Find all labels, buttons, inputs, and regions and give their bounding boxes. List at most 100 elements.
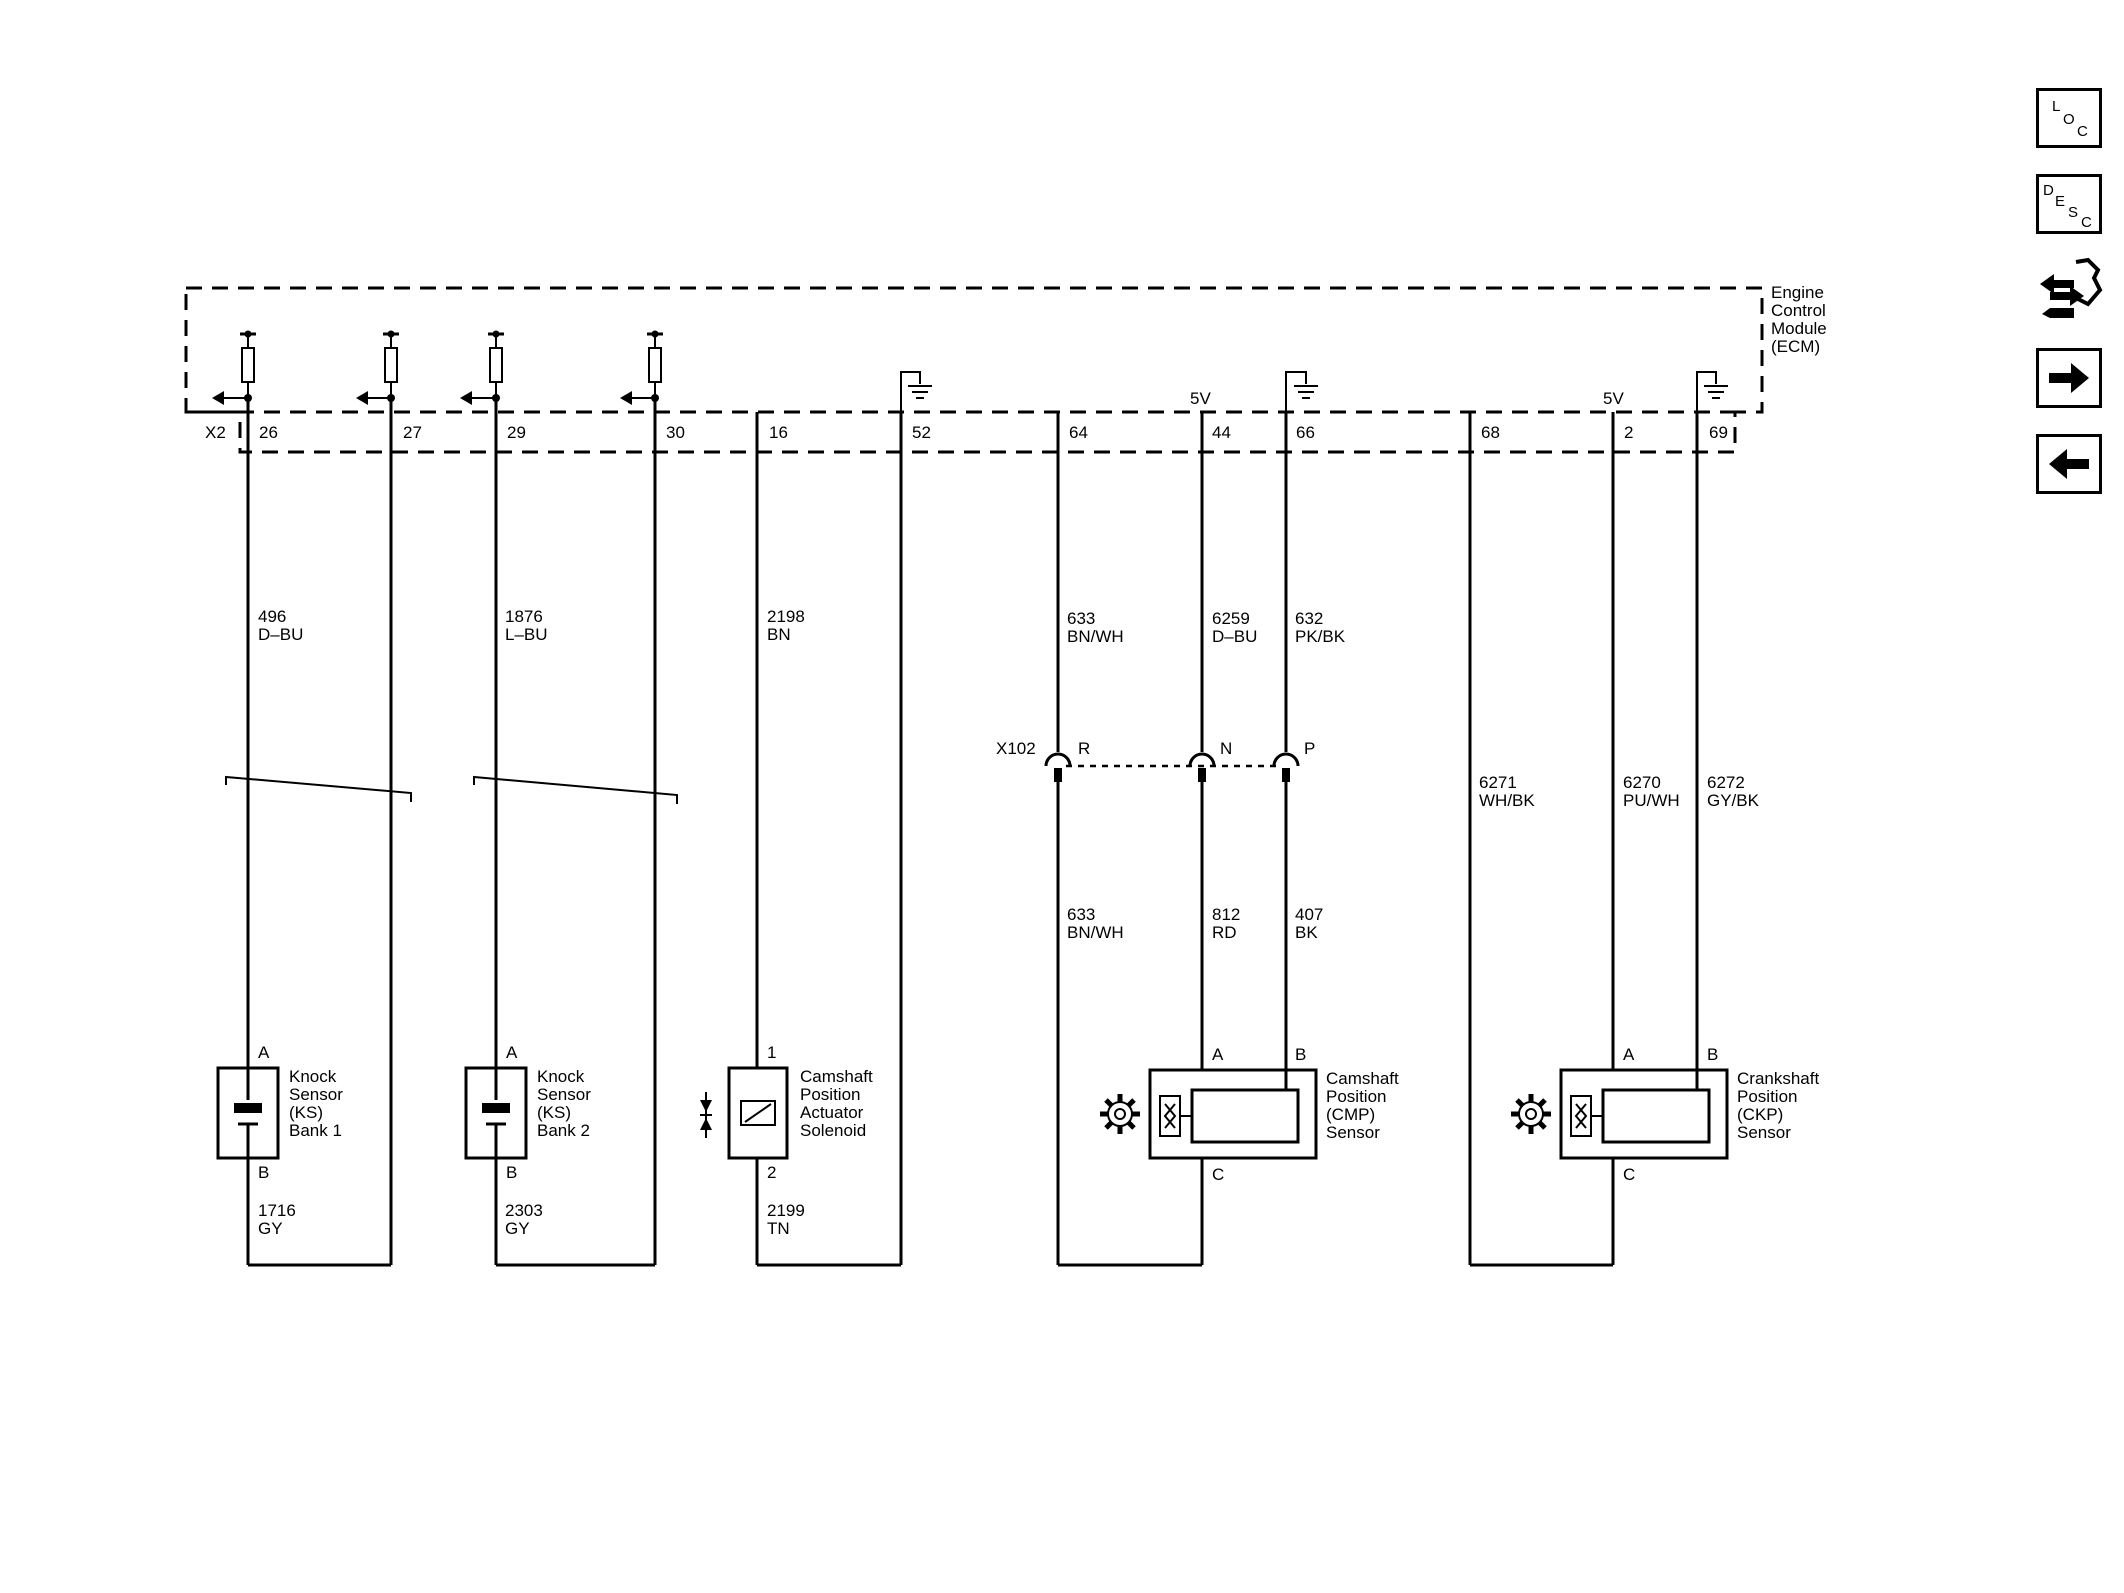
wire-44-color: D–BU [1212, 627, 1257, 646]
cmp-label-2: Position [1326, 1087, 1386, 1106]
ks2-pin-a: A [506, 1043, 518, 1062]
ks1-label-3: (KS) [289, 1103, 323, 1122]
wire-sol1-circuit: 2198 [767, 607, 805, 626]
loc-letter-c: C [2077, 123, 2088, 140]
cmp-label-1: Camshaft [1326, 1069, 1399, 1088]
wire-2-circuit: 6270 [1623, 773, 1661, 792]
gear-icon [1100, 1094, 1140, 1134]
ks1-pin-b: B [258, 1163, 269, 1182]
ckp-pin-b: B [1707, 1045, 1718, 1064]
x102-label: X102 [996, 739, 1036, 758]
ks2-label-2: Sensor [537, 1085, 591, 1104]
ks2-label-3: (KS) [537, 1103, 571, 1122]
wire-ks1b-circuit: 1716 [258, 1201, 296, 1220]
ecm-title-line-1: Engine [1771, 283, 1824, 302]
wire-sol2-circuit: 2199 [767, 1201, 805, 1220]
x102-pin-n: N [1220, 739, 1232, 758]
pin-2: 2 [1624, 423, 1633, 442]
next-page-button[interactable] [2036, 348, 2102, 408]
camshaft-actuator-solenoid [700, 1066, 789, 1160]
wire-69-circuit: 6272 [1707, 773, 1745, 792]
solenoid-label-2: Position [800, 1085, 860, 1104]
wire-cmp-c-circuit: 633 [1067, 905, 1095, 924]
pin-16: 16 [769, 423, 788, 442]
loc-letter-l: L [2052, 98, 2060, 115]
ks-internal-circuits [212, 330, 663, 405]
ckp-label-1: Crankshaft [1737, 1069, 1819, 1088]
wire-66-circuit: 632 [1295, 609, 1323, 628]
wire-64-color: BN/WH [1067, 627, 1124, 646]
cmp-label-4: Sensor [1326, 1123, 1380, 1142]
ks2-label-4: Bank 2 [537, 1121, 590, 1140]
ks1-label-4: Bank 1 [289, 1121, 342, 1140]
ecm-connector-name: X2 [205, 423, 226, 442]
previous-page-button[interactable] [2036, 434, 2102, 494]
wire-ks2b-color: GY [505, 1219, 530, 1238]
wire-cmp-a-color: RD [1212, 923, 1237, 942]
wire-2-color: PU/WH [1623, 791, 1680, 810]
wire-cmp-b-circuit: 407 [1295, 905, 1323, 924]
pin-44: 44 [1212, 423, 1231, 442]
solenoid-pin-1: 1 [767, 1043, 776, 1062]
gear-icon [1511, 1094, 1551, 1134]
arrow-left-icon [2049, 449, 2089, 479]
ks2-pin-b: B [506, 1163, 517, 1182]
supply-5v-ckp: 5V [1603, 389, 1624, 408]
wire-ks2b-circuit: 2303 [505, 1201, 543, 1220]
x102-pin-p: P [1304, 739, 1315, 758]
wire-ks2a-circuit: 1876 [505, 607, 543, 626]
solenoid-label-1: Camshaft [800, 1067, 873, 1086]
cmp-sensor [1148, 1068, 1318, 1160]
pin-69: 69 [1709, 423, 1728, 442]
cmp-pin-c: C [1212, 1165, 1224, 1184]
ckp-pin-c: C [1623, 1165, 1635, 1184]
solenoid-label-3: Actuator [800, 1103, 864, 1122]
wire-64-circuit: 633 [1067, 609, 1095, 628]
ckp-label-3: (CKP) [1737, 1105, 1783, 1124]
knock-sensor-bank-2 [464, 1066, 528, 1160]
wires [246, 398, 1699, 1267]
wire-cmp-b-color: BK [1295, 923, 1318, 942]
pin-26: 26 [259, 423, 278, 442]
ks1-label-1: Knock [289, 1067, 337, 1086]
loc-letter-o: O [2063, 111, 2075, 128]
cmp-pin-a: A [1212, 1045, 1224, 1064]
wire-68-color: WH/BK [1479, 791, 1535, 810]
cmp-pin-b: B [1295, 1045, 1306, 1064]
desc-letter-s: S [2068, 204, 2078, 221]
pin-29: 29 [507, 423, 526, 442]
twisted-pair-markers [225, 775, 678, 804]
ecm-title-line-3: Module [1771, 319, 1827, 338]
ecm-title-line-2: Control [1771, 301, 1826, 320]
pin-27: 27 [403, 423, 422, 442]
pin-68: 68 [1481, 423, 1500, 442]
pin-30: 30 [666, 423, 685, 442]
wire-68-circuit: 6271 [1479, 773, 1517, 792]
wire-66-color: PK/BK [1295, 627, 1346, 646]
cmp-label-3: (CMP) [1326, 1105, 1375, 1124]
x102-pin-r: R [1078, 739, 1090, 758]
ckp-pin-a: A [1623, 1045, 1635, 1064]
wire-69-color: GY/BK [1707, 791, 1760, 810]
ks1-pin-a: A [258, 1043, 270, 1062]
pin-64: 64 [1069, 423, 1088, 442]
wire-ks1a-circuit: 496 [258, 607, 286, 626]
wire-cmp-a-circuit: 812 [1212, 905, 1240, 924]
ecm-grounds [900, 371, 1728, 412]
wire-sol2-color: TN [767, 1219, 790, 1238]
wire-ks1a-color: D–BU [258, 625, 303, 644]
knock-sensor-bank-1 [216, 1066, 280, 1160]
wire-cmp-c-color: BN/WH [1067, 923, 1124, 942]
ks2-label-1: Knock [537, 1067, 585, 1086]
supply-5v-cmp: 5V [1190, 389, 1211, 408]
description-button[interactable]: D E S C [2036, 174, 2102, 234]
connector-end-view-icon[interactable] [2036, 256, 2106, 332]
x102-inline-connector [1044, 752, 1300, 782]
solenoid-pin-2: 2 [767, 1163, 776, 1182]
location-button[interactable]: L O C [2036, 88, 2102, 148]
desc-letter-e: E [2055, 193, 2065, 210]
ks1-label-2: Sensor [289, 1085, 343, 1104]
wire-ks1b-color: GY [258, 1219, 283, 1238]
pin-66: 66 [1296, 423, 1315, 442]
desc-letter-d: D [2043, 182, 2054, 199]
